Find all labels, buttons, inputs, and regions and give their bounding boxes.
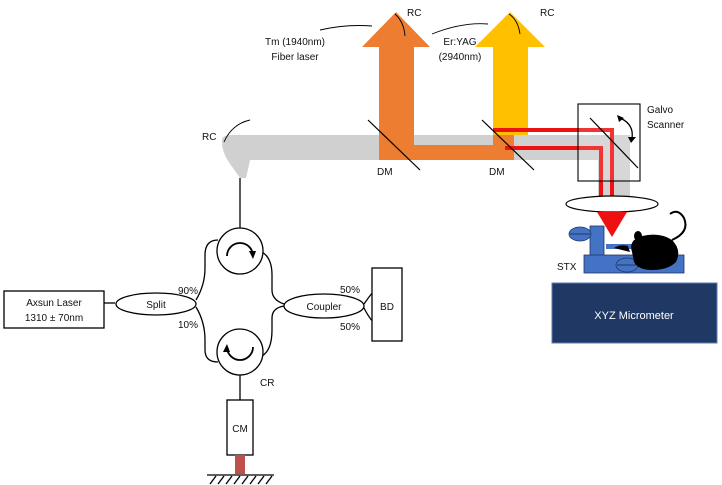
tm-beam [362,12,514,160]
mouse-icon [614,210,687,270]
balanced-detector-box [371,267,403,342]
dm-right-label: DM [489,167,505,178]
xyz-micrometer [551,282,718,344]
coupler-50-bottom-label: 50% [340,322,360,333]
ground-hatch-icon [207,474,274,485]
galvo-label-1: Galvo [647,105,674,116]
er-laser-label-2: (2940nm) [439,52,482,63]
rc-curves [223,13,521,143]
coupler-label: Coupler [306,302,342,313]
rc-tm-label: RC [407,8,421,19]
cm-label: CM [232,424,248,435]
circulator-bottom [216,328,264,376]
focus-cone [597,212,627,237]
micrometer-label: XYZ Micrometer [594,310,674,322]
reference-mirror [235,455,245,474]
axsun-laser-label-1: Axsun Laser [26,298,82,309]
axsun-laser-box [3,290,105,329]
rc-er-label: RC [540,8,554,19]
bd-label: BD [380,302,394,313]
split-label: Split [146,300,166,311]
tm-laser-label-2: Fiber laser [271,52,319,63]
split-coupler [115,292,197,316]
tm-laser-label-1: Tm (1940nm) [265,37,325,48]
stx-label: STX [557,262,577,273]
dichroic-mirrors [367,119,535,171]
output-coupler [283,293,365,319]
circulator-counterclockwise-icon [223,344,254,361]
galvo-mirror [589,117,639,169]
cr-label: CR [260,378,274,389]
split-90-label: 90% [178,286,198,297]
circulator-top [216,227,264,275]
axsun-laser-label-2: 1310 ± 70nm [25,313,83,324]
galvo-label-2: Scanner [647,120,685,131]
rc-left-label: RC [202,132,216,143]
split-10-label: 10% [178,320,198,331]
dm-left-label: DM [377,167,393,178]
galvo-rotation-icon [617,115,636,143]
oct-fiber-network [104,178,374,400]
er-laser-label-1: Er:YAG [443,37,476,48]
coupler-50-top-label: 50% [340,285,360,296]
circulator-clockwise-icon [226,242,256,259]
objective-lens [565,195,659,213]
galvo-scanner-box [577,103,641,182]
er-beam [475,12,545,135]
